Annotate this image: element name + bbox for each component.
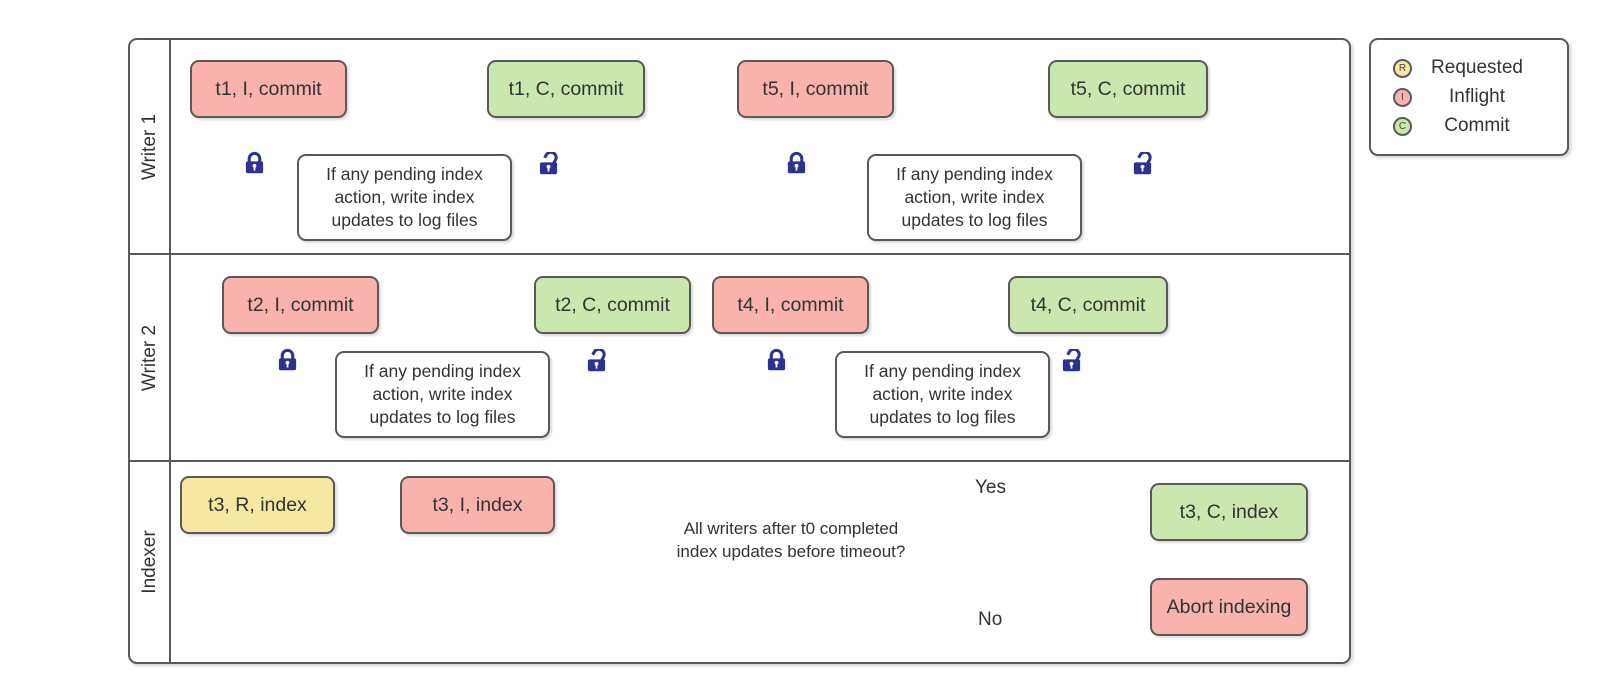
legend-label: Inflight: [1449, 86, 1505, 107]
lane-label-writer1: Writer 1: [139, 113, 160, 181]
node-t3-inflight: t3, I, index: [400, 476, 555, 534]
process-write-index-updates: If any pending index action, write index…: [835, 351, 1050, 438]
open-lock-icon: [1061, 349, 1083, 372]
process-write-index-updates: If any pending index action, write index…: [335, 351, 550, 438]
requested-state-icon: R: [1393, 58, 1412, 78]
legend-row-commit: C Commit: [1393, 115, 1567, 137]
lane-label-indexer: Indexer: [139, 530, 160, 594]
open-lock-icon: [538, 152, 560, 175]
decision-text: All writers after t0 completed index upd…: [676, 519, 906, 561]
closed-lock-icon: [766, 348, 787, 371]
legend-label: Commit: [1444, 115, 1510, 136]
node-t2-inflight: t2, I, commit: [222, 276, 379, 334]
node-t5-inflight: t5, I, commit: [737, 60, 894, 118]
node-t3-commit: t3, C, index: [1150, 483, 1308, 541]
lane-header-divider: [169, 40, 171, 662]
node-t4-inflight: t4, I, commit: [712, 276, 869, 334]
open-lock-icon: [1132, 152, 1154, 175]
process-write-index-updates: If any pending index action, write index…: [297, 154, 512, 241]
node-t4-commit: t4, C, commit: [1008, 276, 1168, 334]
node-t2-commit: t2, C, commit: [534, 276, 691, 334]
yes-branch-label: Yes: [975, 477, 1006, 498]
inflight-state-icon: I: [1393, 87, 1412, 107]
closed-lock-icon: [277, 348, 298, 371]
node-t1-inflight: t1, I, commit: [190, 60, 347, 118]
node-t5-commit: t5, C, commit: [1048, 60, 1208, 118]
legend-row-requested: R Requested: [1393, 57, 1567, 79]
node-t3-requested: t3, R, index: [180, 476, 335, 534]
lane-label-writer2: Writer 2: [139, 324, 160, 392]
legend: R Requested I Inflight C Commit: [1369, 38, 1569, 156]
legend-row-inflight: I Inflight: [1393, 86, 1567, 108]
no-branch-label: No: [978, 609, 1003, 630]
open-lock-icon: [586, 349, 608, 372]
node-abort-indexing: Abort indexing: [1150, 578, 1308, 636]
commit-state-icon: C: [1393, 116, 1412, 136]
closed-lock-icon: [244, 151, 265, 174]
swimlane-frame: Writer 1 Writer 2 Indexer: [128, 38, 1351, 664]
node-t1-commit: t1, C, commit: [487, 60, 645, 118]
lane-divider: [130, 253, 1349, 255]
closed-lock-icon: [786, 151, 807, 174]
legend-label: Requested: [1431, 57, 1523, 78]
lane-divider: [130, 460, 1349, 462]
process-write-index-updates: If any pending index action, write index…: [867, 154, 1082, 241]
